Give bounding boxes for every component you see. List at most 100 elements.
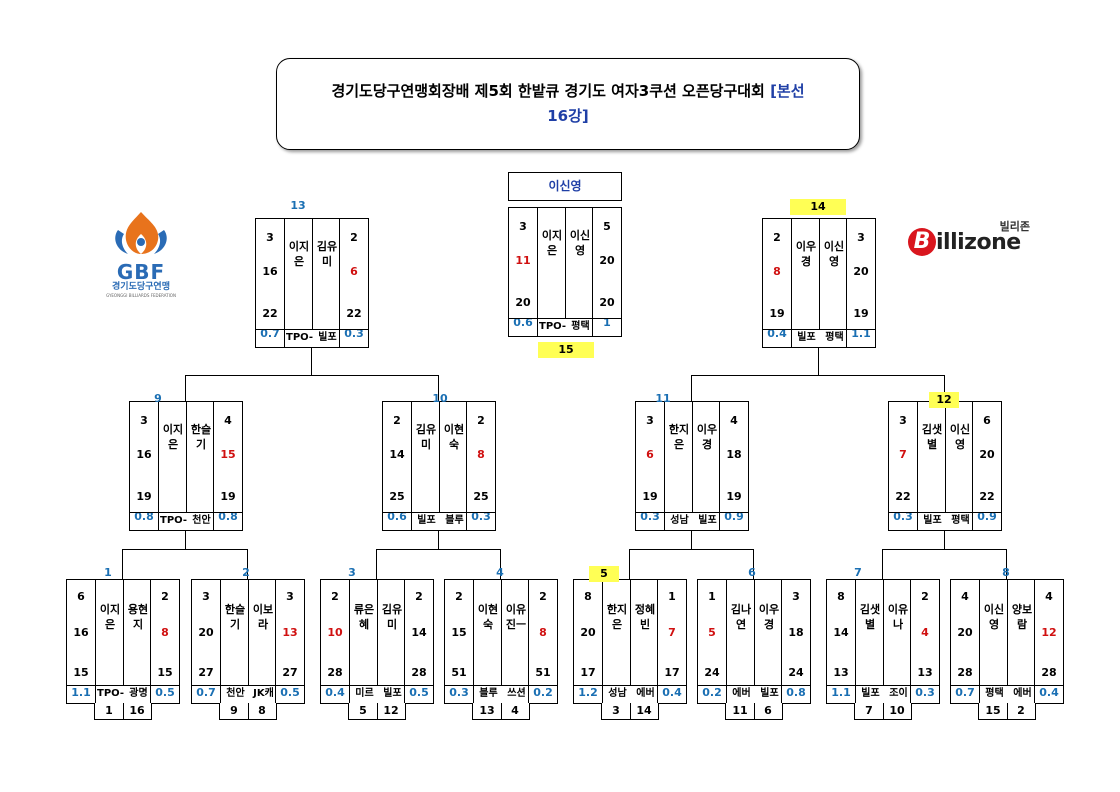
target-score: 8	[584, 590, 592, 603]
innings: 20	[599, 296, 615, 309]
average: 0.3	[915, 686, 935, 699]
target-score: 2	[539, 590, 547, 603]
score: 16	[262, 265, 278, 278]
innings: 19	[769, 307, 785, 320]
match-number: 1	[104, 566, 112, 579]
average: 0.3	[344, 327, 364, 340]
score: 8	[539, 626, 547, 639]
bracket-connector	[691, 529, 692, 549]
bracket-connector	[122, 549, 123, 579]
target-score: 2	[415, 590, 423, 603]
player-name: 정혜빈	[634, 603, 656, 631]
left-seed: 7	[856, 703, 884, 719]
innings: 24	[788, 666, 804, 679]
average: 1.1	[851, 327, 871, 340]
match-number: 10	[432, 392, 448, 405]
target-score: 4	[961, 590, 969, 603]
player-name: 이신영	[569, 229, 591, 257]
footer-divider	[383, 512, 495, 513]
player-name: 김샛별	[921, 423, 943, 451]
match-number: 3	[348, 566, 356, 579]
target-score: 3	[519, 220, 527, 233]
footer-divider	[509, 318, 621, 319]
average: 0.3	[471, 510, 491, 523]
average: 0.7	[196, 686, 216, 699]
innings: 51	[451, 666, 467, 679]
score: 5	[708, 626, 716, 639]
player-name: 이신영	[823, 240, 845, 268]
average: 0.7	[955, 686, 975, 699]
team-name: JK캐	[253, 688, 274, 699]
average: 0.5	[409, 686, 429, 699]
bracket-connector	[882, 549, 1007, 550]
target-score: 2	[773, 231, 781, 244]
target-score: 3	[646, 414, 654, 427]
title-box: 경기도당구연맹회장배 제5회 한밭큐 경기도 여자3쿠션 오픈당구대회 [본선 …	[276, 58, 860, 150]
team-name: TPO-	[160, 515, 187, 526]
footer-divider	[889, 512, 1001, 513]
bracket-connector	[185, 375, 186, 401]
score: 13	[282, 626, 298, 639]
team-name: 빌포	[698, 515, 717, 526]
innings: 13	[833, 666, 849, 679]
bracket-connector	[500, 549, 501, 579]
average: 0.5	[280, 686, 300, 699]
right-seed: 2	[1017, 704, 1025, 717]
score: 14	[833, 626, 849, 639]
score: 11	[515, 254, 531, 267]
target-score: 1	[668, 590, 676, 603]
match-number: 12	[929, 392, 959, 408]
average: 1.1	[71, 686, 91, 699]
match-number: 14	[790, 199, 846, 215]
right-seed: 16	[129, 704, 145, 717]
match-number: 6	[748, 566, 756, 579]
team-name: 조이	[889, 688, 908, 699]
score: 20	[853, 265, 869, 278]
innings: 13	[917, 666, 933, 679]
target-score: 5	[603, 220, 611, 233]
target-score: 2	[477, 414, 485, 427]
billizone-logo-text: illizone	[936, 230, 1021, 255]
target-score: 3	[286, 590, 294, 603]
bracket-connector	[247, 549, 248, 579]
innings: 24	[704, 666, 720, 679]
team-name: TPO-	[97, 688, 124, 699]
player-name: 김나연	[730, 603, 752, 631]
target-score: 8	[837, 590, 845, 603]
team-name: 성남	[670, 515, 689, 526]
player-name: 이우경	[795, 240, 817, 268]
score: 6	[350, 265, 358, 278]
team-name: 에버	[636, 688, 655, 699]
score: 20	[957, 626, 973, 639]
target-score: 2	[455, 590, 463, 603]
gbf-logo-text: GBF	[116, 260, 166, 284]
footer-divider	[698, 685, 810, 686]
bracket-connector	[1006, 549, 1007, 579]
player-name: 이우경	[696, 423, 718, 451]
bracket-connector	[818, 346, 819, 375]
player-name: 이신영	[949, 423, 971, 451]
player-name: 이유진ㅡ	[505, 603, 527, 631]
innings: 19	[136, 490, 152, 503]
team-name: 블루	[445, 515, 464, 526]
footer-divider	[321, 685, 433, 686]
target-score: 3	[899, 414, 907, 427]
team-name: 에버	[732, 688, 751, 699]
